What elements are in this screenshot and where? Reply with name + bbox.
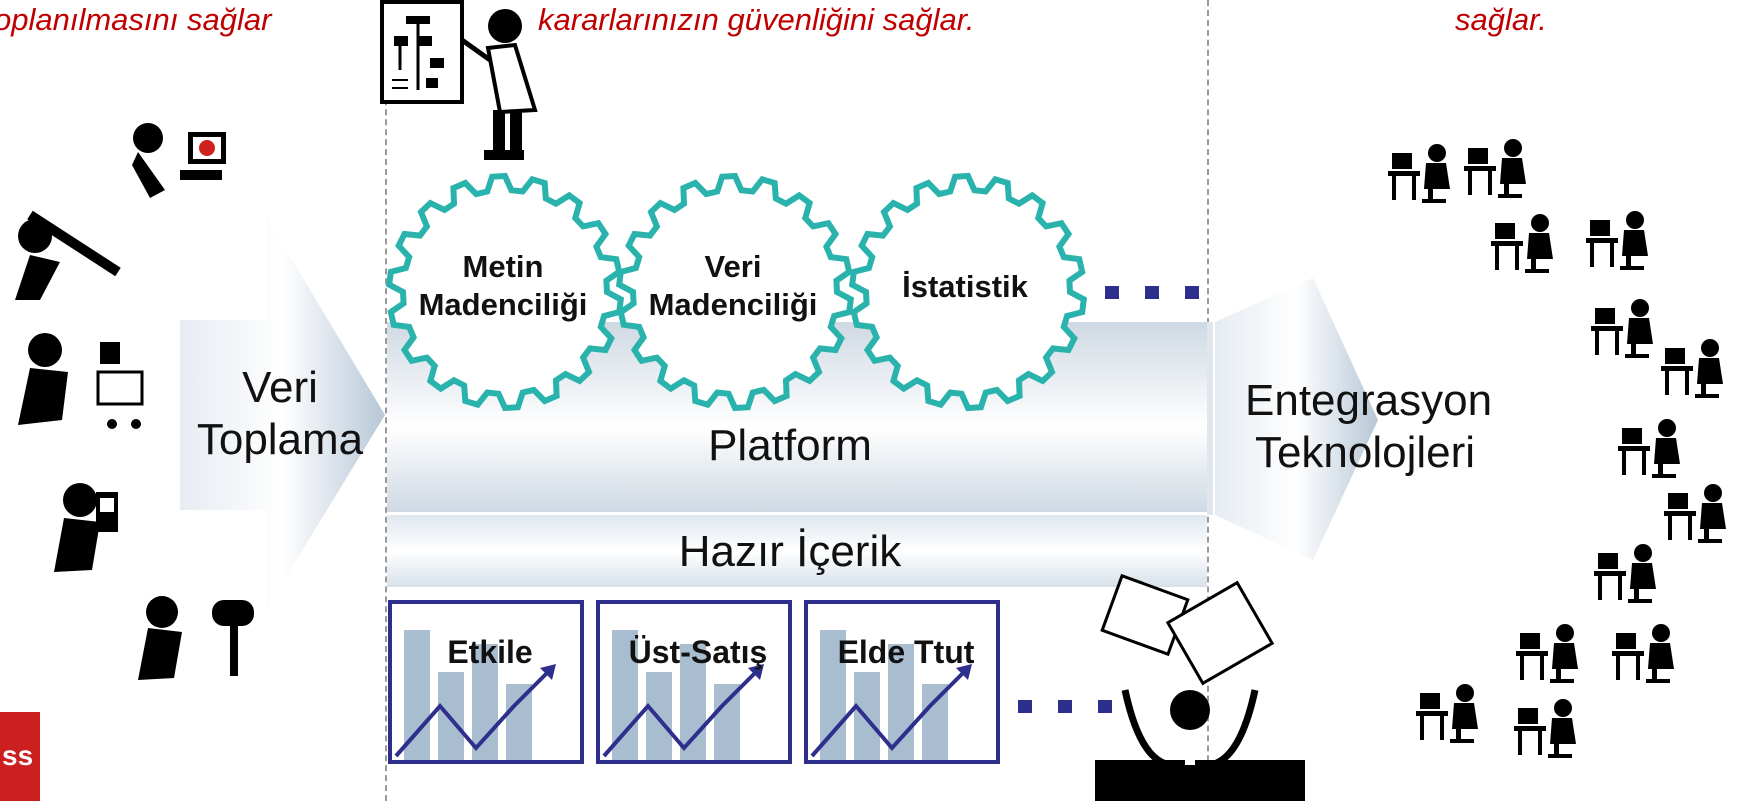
gear-1 xyxy=(385,172,625,412)
bar xyxy=(922,684,948,762)
caption-center: kararlarınızın güvenliğini sağlar. xyxy=(538,2,975,37)
person-phone-icon xyxy=(54,483,118,572)
workstation-icon xyxy=(1586,211,1648,270)
workstation-icon xyxy=(1661,339,1723,398)
trend-arrowhead xyxy=(540,664,556,680)
entegrasyon-label: Entegrasyon Teknolojleri xyxy=(1245,375,1493,479)
veri-toplama-line1: Veri xyxy=(242,363,318,412)
gear-label-istatistik: İstatistik xyxy=(860,268,1070,306)
content-box-label: Etkile xyxy=(447,634,533,670)
hazir-icerik-bar xyxy=(387,515,1207,587)
content-box-frame xyxy=(804,600,1000,764)
dot xyxy=(1098,700,1112,713)
workstation-icon xyxy=(1618,419,1680,478)
workstation-icon xyxy=(1664,484,1726,543)
bar xyxy=(714,684,740,762)
person-pencil-icon xyxy=(15,210,121,300)
gear-2 xyxy=(615,172,855,412)
content-box-frame xyxy=(388,600,584,764)
dot xyxy=(1145,286,1159,299)
gears-group xyxy=(385,172,1088,412)
gear-line: Metin xyxy=(462,249,544,284)
veri-toplama-label: Veri Toplama xyxy=(180,362,380,466)
dot xyxy=(1185,286,1199,299)
gear-line: Madenciliği xyxy=(418,287,588,322)
content-box-2 xyxy=(596,600,792,764)
content-box-3 xyxy=(804,600,1000,764)
gear-label-metin: Metin Madenciliği xyxy=(398,248,608,324)
logo-text: ss xyxy=(2,740,34,771)
dot xyxy=(1105,286,1119,299)
content-box-label: Elde Ttut xyxy=(837,634,975,670)
content-box-label: Üst-Satış xyxy=(628,634,768,670)
workstation-icon xyxy=(1594,544,1656,603)
entegrasyon-line2: Teknolojleri xyxy=(1254,428,1476,477)
person-cart-icon xyxy=(18,333,144,429)
workstation-icon xyxy=(1416,684,1478,743)
trend-line xyxy=(394,670,550,758)
bar xyxy=(888,644,914,762)
entegrasyon-line1: Entegrasyon xyxy=(1245,376,1493,425)
bar xyxy=(680,644,706,762)
dot xyxy=(1058,700,1072,713)
workstation-icon xyxy=(1516,624,1578,683)
celebrating-person-icon xyxy=(1095,573,1305,801)
workstation-icon xyxy=(1491,214,1553,273)
logo xyxy=(0,712,40,801)
gear-label-veri: Veri Madenciliği xyxy=(628,248,838,324)
workstation-icon xyxy=(1591,299,1653,358)
workstation-icons xyxy=(1388,139,1726,758)
workstation-icon xyxy=(1612,624,1674,683)
gear-line: Veri xyxy=(704,249,762,284)
gear-line: Madenciliği xyxy=(648,287,818,322)
veri-toplama-line2: Toplama xyxy=(196,415,364,464)
entegrasyon-arrow xyxy=(1215,278,1378,560)
content-box-1 xyxy=(388,600,584,764)
hazir-icerik-label: Hazır İçerik xyxy=(678,527,902,576)
presenter-icon xyxy=(460,9,538,160)
person-mailbox-icon xyxy=(138,596,254,680)
dot xyxy=(1018,700,1032,713)
workstation-icon xyxy=(1464,139,1526,198)
bar xyxy=(506,684,532,762)
flowchart-board-icon xyxy=(380,0,464,104)
person-computer-icon xyxy=(132,123,226,198)
gear-line: İstatistik xyxy=(902,269,1028,304)
content-boxes-group xyxy=(388,600,1000,764)
trend-line xyxy=(810,670,966,758)
platform-label: Platform xyxy=(708,421,872,470)
divider-left xyxy=(385,0,387,801)
bar xyxy=(472,644,498,762)
trend-arrowhead xyxy=(956,664,972,680)
caption-right: sağlar. xyxy=(1455,2,1547,37)
workstation-icon xyxy=(1514,699,1576,758)
caption-left: oplanılmasını sağlar xyxy=(0,2,272,37)
gear-3 xyxy=(848,172,1088,412)
content-box-frame xyxy=(596,600,792,764)
trend-arrowhead xyxy=(748,664,764,680)
veri-toplama-arrow xyxy=(180,218,385,608)
workstation-icon xyxy=(1388,144,1450,203)
trend-line xyxy=(602,670,758,758)
